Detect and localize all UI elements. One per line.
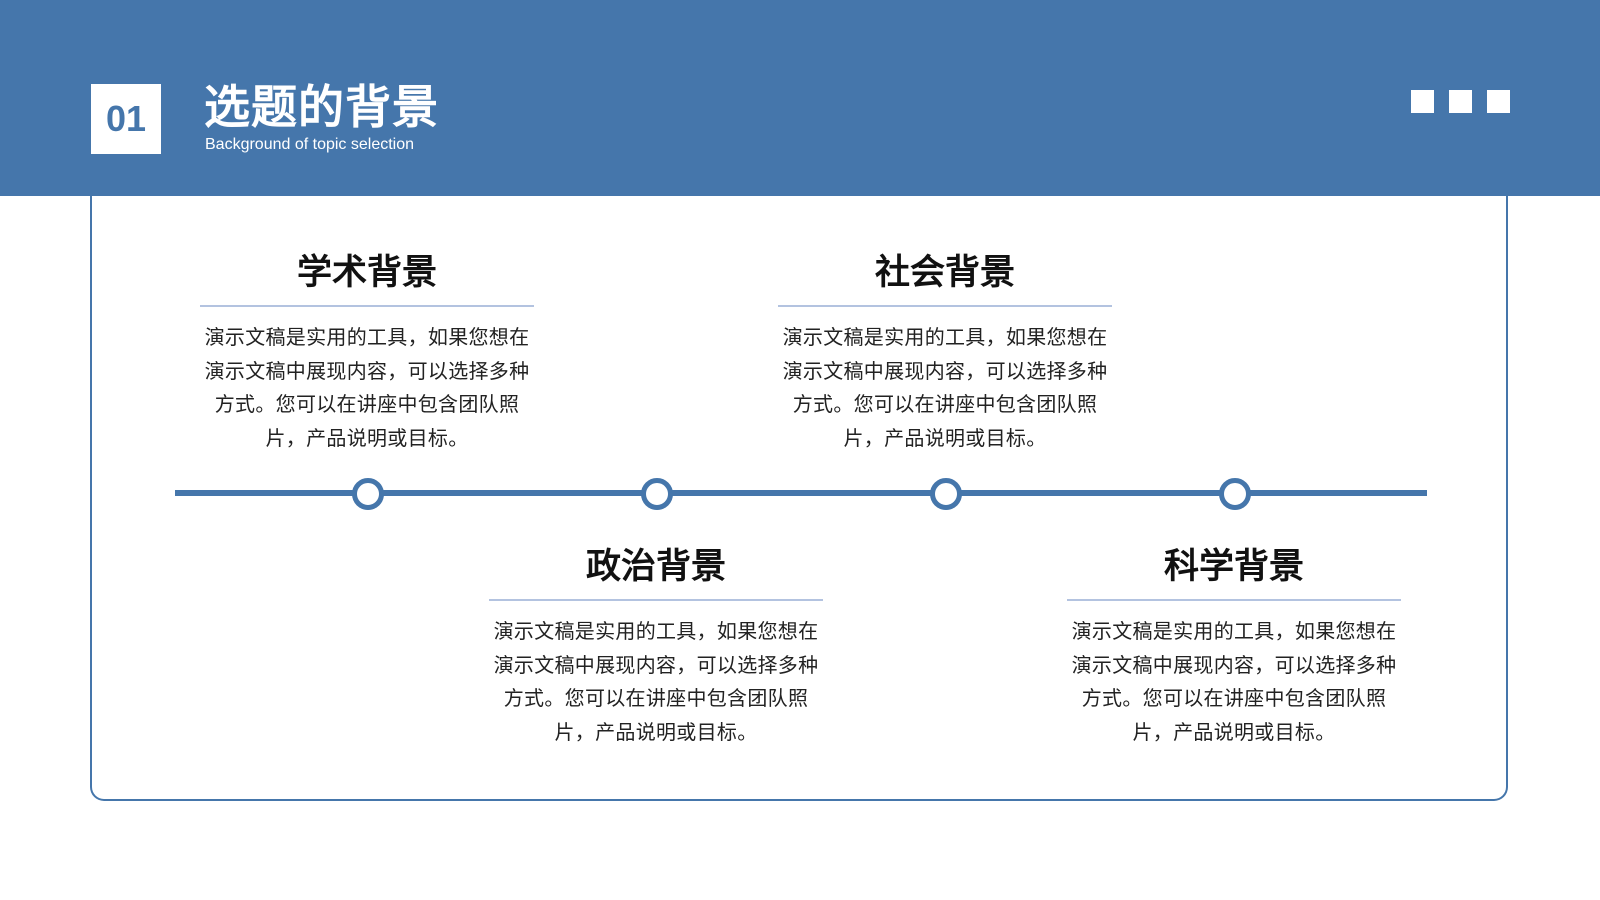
timeline-card-scientific: 科学背景 演示文稿是实用的工具，如果您想在演示文稿中展现内容，可以选择多种方式。…	[1067, 545, 1401, 749]
timeline-card-academic: 学术背景 演示文稿是实用的工具，如果您想在演示文稿中展现内容，可以选择多种方式。…	[200, 251, 534, 455]
card-text: 演示文稿是实用的工具，如果您想在演示文稿中展现内容，可以选择多种方式。您可以在讲…	[493, 619, 819, 744]
square-icon	[1449, 90, 1472, 113]
timeline-line	[175, 490, 1427, 496]
section-number: 01	[105, 98, 147, 139]
timeline-node-3	[930, 478, 962, 510]
timeline-card-political: 政治背景 演示文稿是实用的工具，如果您想在演示文稿中展现内容，可以选择多种方式。…	[489, 545, 823, 749]
square-icon	[1411, 90, 1434, 113]
timeline-node-2	[641, 478, 673, 510]
card-text: 演示文稿是实用的工具，如果您想在演示文稿中展现内容，可以选择多种方式。您可以在讲…	[782, 325, 1108, 450]
page-subtitle: Background of topic selection	[205, 136, 415, 153]
card-title: 社会背景	[874, 253, 1015, 293]
card-title: 科学背景	[1163, 547, 1304, 587]
timeline-node-4	[1219, 478, 1251, 510]
decorative-squares	[1411, 90, 1510, 113]
card-divider	[200, 305, 534, 307]
page-title: 选题的背景	[204, 80, 439, 134]
card-text: 演示文稿是实用的工具，如果您想在演示文稿中展现内容，可以选择多种方式。您可以在讲…	[1071, 619, 1397, 744]
timeline-node-1	[352, 478, 384, 510]
header-banner: 01 选题的背景 Background of topic selection	[0, 0, 1600, 196]
card-title: 学术背景	[296, 253, 437, 293]
timeline-card-social: 社会背景 演示文稿是实用的工具，如果您想在演示文稿中展现内容，可以选择多种方式。…	[778, 251, 1112, 455]
card-text: 演示文稿是实用的工具，如果您想在演示文稿中展现内容，可以选择多种方式。您可以在讲…	[204, 325, 530, 450]
square-icon	[1487, 90, 1510, 113]
content-frame	[90, 175, 1508, 801]
card-title: 政治背景	[585, 547, 726, 587]
card-divider	[489, 599, 823, 601]
card-divider	[1067, 599, 1401, 601]
section-number-badge: 01	[91, 84, 161, 154]
card-divider	[778, 305, 1112, 307]
